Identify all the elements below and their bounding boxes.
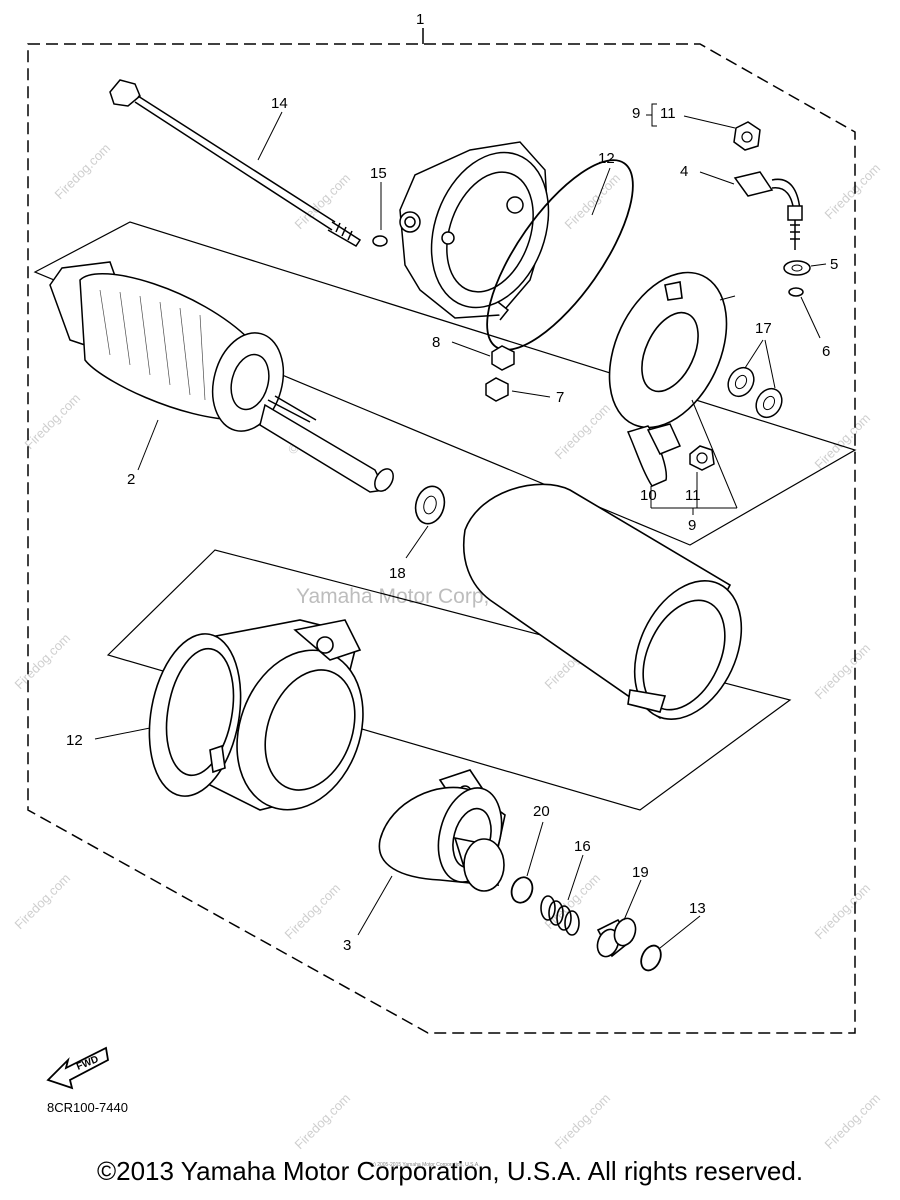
through-bolt bbox=[109, 79, 362, 247]
nut-8 bbox=[491, 345, 515, 371]
nut-11-top bbox=[733, 121, 761, 151]
leader-20 bbox=[526, 821, 544, 877]
callout-5: 5 bbox=[830, 256, 838, 273]
leader-6 bbox=[800, 296, 821, 339]
circlip-13 bbox=[640, 944, 662, 972]
callout-11: 11 bbox=[685, 487, 701, 504]
rear-cover bbox=[399, 141, 550, 321]
leader-7 bbox=[511, 390, 551, 398]
fwd-arrow-icon: FWD bbox=[46, 1046, 109, 1090]
callout-12-upper: 12 bbox=[598, 150, 615, 167]
leader-13 bbox=[659, 915, 701, 949]
washer-17a bbox=[727, 366, 755, 398]
leader-14 bbox=[257, 111, 283, 161]
callout-13: 13 bbox=[689, 900, 706, 917]
leader-4 bbox=[699, 171, 735, 185]
yoke-housing bbox=[462, 483, 743, 721]
nut-11 bbox=[689, 445, 715, 471]
firedog-watermark: Firedog.com bbox=[552, 400, 614, 462]
leader-17a bbox=[744, 339, 764, 369]
leader-16 bbox=[567, 854, 584, 901]
callout-12-lower: 12 bbox=[66, 732, 83, 749]
leader-5 bbox=[810, 263, 827, 267]
callout-20: 20 bbox=[533, 803, 550, 820]
firedog-watermark: Firedog.com bbox=[822, 160, 884, 222]
callout-3: 3 bbox=[343, 937, 351, 954]
callout-4: 4 bbox=[680, 163, 688, 180]
leader-12-upper bbox=[591, 167, 611, 216]
front-cover bbox=[148, 619, 492, 811]
leader-12-lower bbox=[94, 727, 151, 740]
callout-11-top: 11 bbox=[660, 105, 676, 122]
collar-19 bbox=[596, 917, 637, 958]
callout-9-top: 9 bbox=[632, 105, 640, 122]
leader-3 bbox=[357, 875, 393, 936]
callout-7: 7 bbox=[556, 389, 564, 406]
brush-plate bbox=[608, 271, 728, 429]
washer-17b bbox=[755, 387, 783, 419]
leader-17b bbox=[764, 339, 776, 389]
firedog-watermark: Firedog.com bbox=[542, 870, 604, 932]
firedog-watermark: Firedog.com bbox=[812, 410, 874, 472]
terminal-lead-4 bbox=[733, 171, 803, 250]
callout-14: 14 bbox=[271, 95, 288, 112]
callout-2: 2 bbox=[127, 471, 135, 488]
firedog-watermark: Firedog.com bbox=[52, 140, 114, 202]
leader-19 bbox=[623, 879, 642, 921]
diagram-code: 8CR100-7440 bbox=[47, 1100, 128, 1115]
firedog-watermark: Firedog.com bbox=[12, 870, 74, 932]
upper-plane-outline bbox=[33, 221, 857, 546]
bracket-9-11 bbox=[646, 103, 657, 127]
o-ring-15 bbox=[372, 235, 388, 247]
callout-16: 16 bbox=[574, 838, 591, 855]
firedog-watermark: Firedog.com bbox=[292, 1090, 354, 1152]
leader-2 bbox=[137, 419, 159, 471]
spring-16 bbox=[540, 895, 580, 936]
armature-windings bbox=[99, 289, 206, 401]
firedog-watermark: Firedog.com bbox=[282, 880, 344, 942]
callout-19: 19 bbox=[632, 864, 649, 881]
assembly-outline bbox=[27, 43, 856, 1034]
brush-10 bbox=[626, 423, 682, 487]
firedog-watermark: Firedog.com bbox=[22, 390, 84, 452]
leader-11-top bbox=[683, 115, 736, 129]
armature-2 bbox=[49, 261, 394, 493]
footer-copyright: ©2013 Yamaha Motor Corporation, U.S.A. A… bbox=[96, 1156, 804, 1186]
callout-1: 1 bbox=[416, 11, 424, 28]
firedog-watermark: Firedog.com bbox=[552, 1090, 614, 1152]
callout-6: 6 bbox=[822, 343, 830, 360]
firedog-watermark: Firedog.com bbox=[822, 1090, 884, 1152]
washer-18 bbox=[414, 485, 446, 525]
pinion-clutch-3 bbox=[378, 786, 506, 892]
callout-8: 8 bbox=[432, 334, 440, 351]
leader-18 bbox=[405, 525, 429, 559]
callout-15: 15 bbox=[370, 165, 387, 182]
washer-5 bbox=[783, 260, 811, 276]
fine-print-watermark: (c) 2005-2015 Yamaha Motor Corporation, … bbox=[370, 1162, 480, 1168]
lower-plane-outline bbox=[106, 549, 792, 811]
o-ring-6 bbox=[788, 287, 804, 297]
firedog-watermark: Firedog.com bbox=[812, 640, 874, 702]
callout-9: 9 bbox=[688, 517, 696, 534]
circlip-20 bbox=[510, 876, 534, 904]
firedog-watermark: Firedog.com bbox=[12, 630, 74, 692]
nut-7 bbox=[485, 377, 509, 402]
callout-18: 18 bbox=[389, 565, 406, 582]
leader-8 bbox=[451, 341, 491, 357]
callout-10: 10 bbox=[640, 487, 657, 504]
callout-17: 17 bbox=[755, 320, 772, 337]
gasket-12-upper bbox=[486, 159, 634, 351]
firedog-watermark: Firedog.com bbox=[812, 880, 874, 942]
